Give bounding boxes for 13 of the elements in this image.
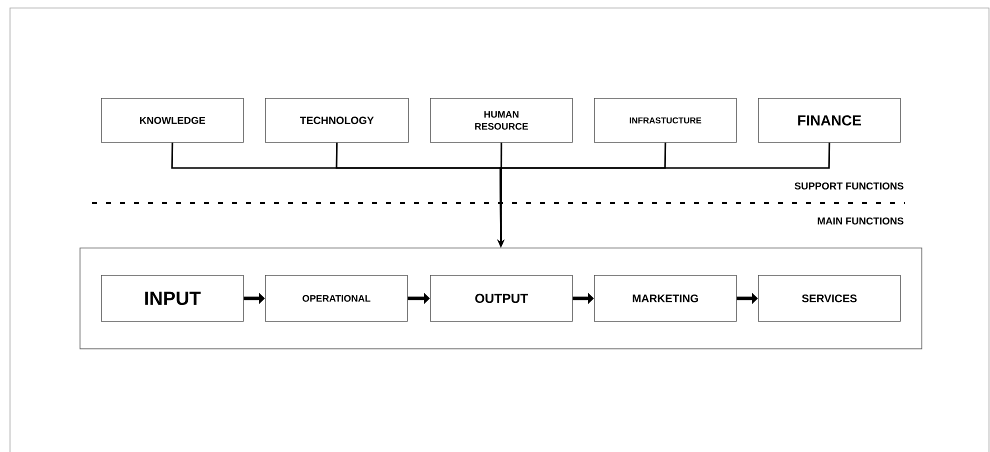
process-box: OUTPUT xyxy=(430,275,573,322)
section-label: MAIN FUNCTIONS xyxy=(818,217,904,225)
process-box: SERVICES xyxy=(758,275,901,322)
process-box: INPUT xyxy=(101,275,244,322)
process-box: FINANCE xyxy=(758,98,901,143)
process-box: OPERATIONAL xyxy=(265,275,408,322)
process-box: MARKETING xyxy=(594,275,737,322)
process-box: INFRASTUCTURE xyxy=(594,98,737,143)
section-label: SUPPORT FUNCTIONS xyxy=(794,182,904,190)
process-box: TECHNOLOGY xyxy=(265,98,409,143)
process-box: KNOWLEDGE xyxy=(101,98,244,143)
process-box: HUMAN RESOURCE xyxy=(430,98,573,143)
container-box xyxy=(80,248,922,350)
